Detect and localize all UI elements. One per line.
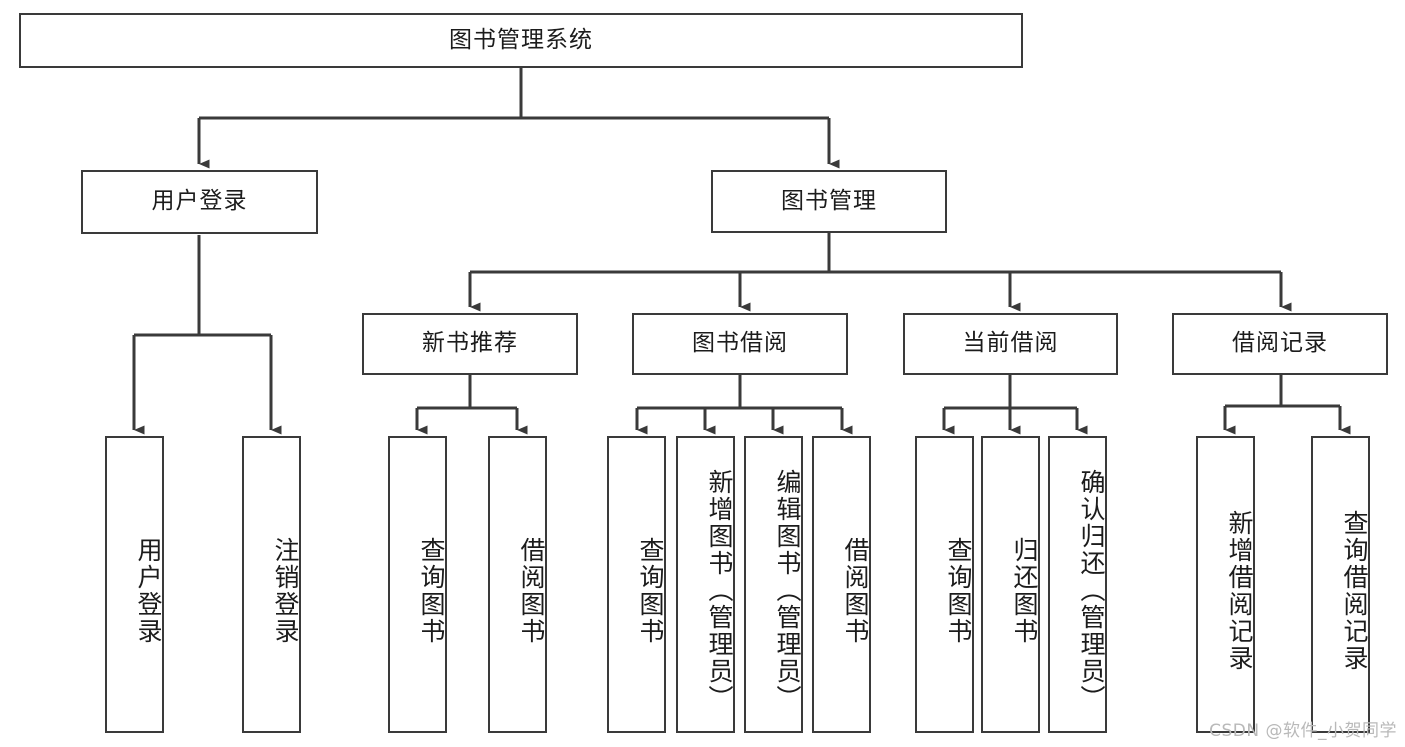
- node-current-borrow[interactable]: 当前借阅: [903, 313, 1118, 375]
- leaf-label: 确认归还（管理员）: [1077, 469, 1106, 712]
- leaf-label: 新增图书（管理员）: [705, 469, 734, 712]
- leaf-query-book-current[interactable]: 查询图书: [915, 436, 974, 733]
- node-new-book-recommend[interactable]: 新书推荐: [362, 313, 578, 375]
- leaf-confirm-return-admin[interactable]: 确认归还（管理员）: [1048, 436, 1107, 733]
- leaf-borrow-book-new[interactable]: 借阅图书: [488, 436, 547, 733]
- leaf-logout[interactable]: 注销登录: [242, 436, 301, 733]
- leaf-label: 查询借阅记录: [1340, 509, 1369, 672]
- node-root-system[interactable]: 图书管理系统: [19, 13, 1023, 68]
- leaf-query-book-borrow[interactable]: 查询图书: [607, 436, 666, 733]
- leaf-label: 归还图书: [1010, 536, 1039, 645]
- node-user-login[interactable]: 用户登录: [81, 170, 318, 234]
- leaf-label: 查询图书: [417, 536, 446, 645]
- leaf-label: 用户登录: [134, 536, 163, 645]
- node-borrow-record[interactable]: 借阅记录: [1172, 313, 1388, 375]
- leaf-label: 借阅图书: [517, 536, 546, 645]
- leaf-label: 编辑图书（管理员）: [773, 469, 802, 712]
- leaf-edit-book-admin[interactable]: 编辑图书（管理员）: [744, 436, 803, 733]
- leaf-user-login[interactable]: 用户登录: [105, 436, 164, 733]
- leaf-label: 查询图书: [944, 536, 973, 645]
- watermark-text: CSDN @软件_小贺同学: [1209, 721, 1397, 741]
- leaf-add-book-admin[interactable]: 新增图书（管理员）: [676, 436, 735, 733]
- leaf-borrow-book[interactable]: 借阅图书: [812, 436, 871, 733]
- leaf-label: 新增借阅记录: [1225, 509, 1254, 672]
- leaf-label: 注销登录: [271, 536, 300, 645]
- leaf-add-borrow-record[interactable]: 新增借阅记录: [1196, 436, 1255, 733]
- node-book-management[interactable]: 图书管理: [711, 170, 947, 233]
- node-book-borrow[interactable]: 图书借阅: [632, 313, 848, 375]
- leaf-return-book[interactable]: 归还图书: [981, 436, 1040, 733]
- leaf-query-book-new[interactable]: 查询图书: [388, 436, 447, 733]
- leaf-label: 查询图书: [636, 536, 665, 645]
- leaf-label: 借阅图书: [841, 536, 870, 645]
- leaf-query-borrow-record[interactable]: 查询借阅记录: [1311, 436, 1370, 733]
